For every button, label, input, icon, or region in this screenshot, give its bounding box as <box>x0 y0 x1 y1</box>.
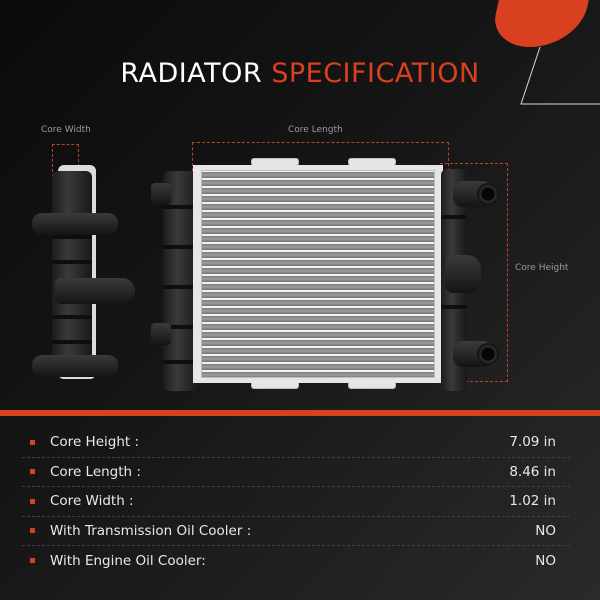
spec-row-core-height: Core Height : 7.09 in <box>22 428 570 458</box>
spec-value: 7.09 in <box>509 434 556 451</box>
spec-value: NO <box>535 522 556 539</box>
title-radiator: RADIATOR <box>120 58 263 89</box>
spec-table: Core Height : 7.09 in Core Length : 8.46… <box>22 428 570 576</box>
spec-label: With Transmission Oil Cooler : <box>50 522 252 539</box>
spec-row-transmission-oil-cooler: With Transmission Oil Cooler : NO <box>22 517 570 546</box>
bullet-icon <box>30 498 35 504</box>
corner-decoration-line <box>520 46 600 105</box>
bullet-icon <box>30 528 35 534</box>
page-title: RADIATOR SPECIFICATION <box>0 58 600 89</box>
spec-row-core-width: Core Width : 1.02 in <box>22 487 570 517</box>
spec-label: With Engine Oil Cooler: <box>50 552 206 569</box>
spec-value: 8.46 in <box>509 463 556 480</box>
spec-row-core-length: Core Length : 8.46 in <box>22 458 570 487</box>
radiator-front-view <box>145 155 505 395</box>
spec-value: 1.02 in <box>509 493 556 510</box>
spec-label: Core Length : <box>50 463 141 480</box>
core-length-label: Core Length <box>288 125 343 135</box>
core-width-label: Core Width <box>41 125 91 135</box>
core-length-indicator <box>192 142 449 182</box>
spec-row-engine-oil-cooler: With Engine Oil Cooler: NO <box>22 546 570 576</box>
spec-label: Core Height : <box>50 434 140 451</box>
bullet-icon <box>30 439 35 445</box>
spec-label: Core Width : <box>50 493 134 510</box>
core-height-label: Core Height <box>515 263 569 273</box>
radiator-side-view <box>30 165 135 380</box>
bullet-icon <box>30 558 35 564</box>
radiator-core <box>193 165 443 383</box>
spec-value: NO <box>535 552 556 569</box>
bullet-icon <box>30 469 35 475</box>
core-height-indicator <box>440 163 508 382</box>
title-specification: SPECIFICATION <box>271 58 480 89</box>
section-divider <box>0 410 600 416</box>
